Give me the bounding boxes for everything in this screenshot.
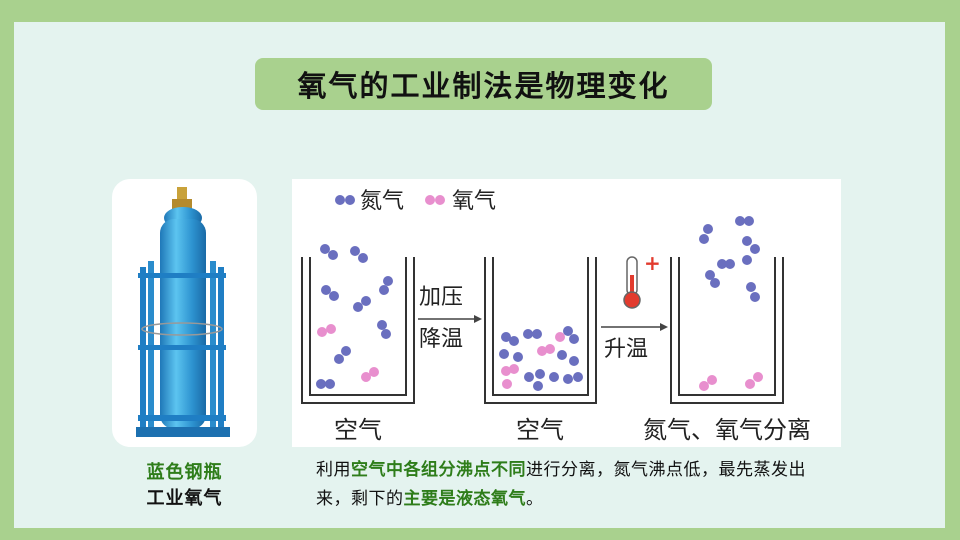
thermometer-icon [623, 256, 641, 309]
legend-nitrogen-molecule-icon [335, 195, 355, 205]
legend-nitrogen-label: 氮气 [360, 189, 404, 214]
container-1-label: 空气 [334, 416, 382, 444]
description-highlight-boiling-points: 空气中各组分沸点不同 [351, 460, 526, 480]
step-cool-label: 降温 [419, 327, 463, 352]
cylinder-caption-type: 工业氧气 [146, 488, 223, 509]
arrow-2-icon [601, 323, 668, 331]
description-text: 利用空气中各组分沸点不同进行分离，氮气沸点低，最先蒸发出来，剩下的主要是液态氧气… [316, 456, 836, 514]
container-1 [301, 257, 415, 404]
step-heat-label: 升温 [604, 337, 648, 362]
oxygen-cylinder-illustration [136, 187, 230, 437]
air-separation-svg: 氮气 氧气 加压 降温 升温 + [301, 189, 811, 444]
container-3-label: 氮气、氧气分离 [643, 416, 811, 444]
cylinder-caption-color: 蓝色钢瓶 [146, 462, 223, 483]
container-1-molecules [316, 244, 393, 389]
legend-oxygen-label: 氧气 [452, 189, 496, 214]
container-2 [484, 257, 597, 404]
container-3 [670, 257, 784, 404]
page-title: 氧气的工业制法是物理变化 [255, 58, 712, 110]
legend-oxygen-molecule-icon [425, 195, 445, 205]
container-2-label: 空气 [516, 416, 564, 444]
thermometer-plus-sign: + [644, 251, 661, 275]
description-highlight-liquid-oxygen: 主要是液态氧气 [403, 489, 526, 509]
description-part-2: 进行分离，氮气沸点低，最先蒸发出来，剩下的 [316, 460, 806, 509]
container-3-molecules [699, 216, 763, 391]
container-2-molecules [499, 326, 583, 391]
description-part-3: 。 [526, 489, 544, 509]
step-pressurize-label: 加压 [419, 285, 463, 310]
oxygen-cylinder-photo [112, 179, 257, 447]
description-part-1: 利用 [316, 460, 351, 480]
air-separation-diagram: 氮气 氧气 加压 降温 升温 + [292, 179, 841, 447]
arrow-1-icon [418, 315, 482, 323]
